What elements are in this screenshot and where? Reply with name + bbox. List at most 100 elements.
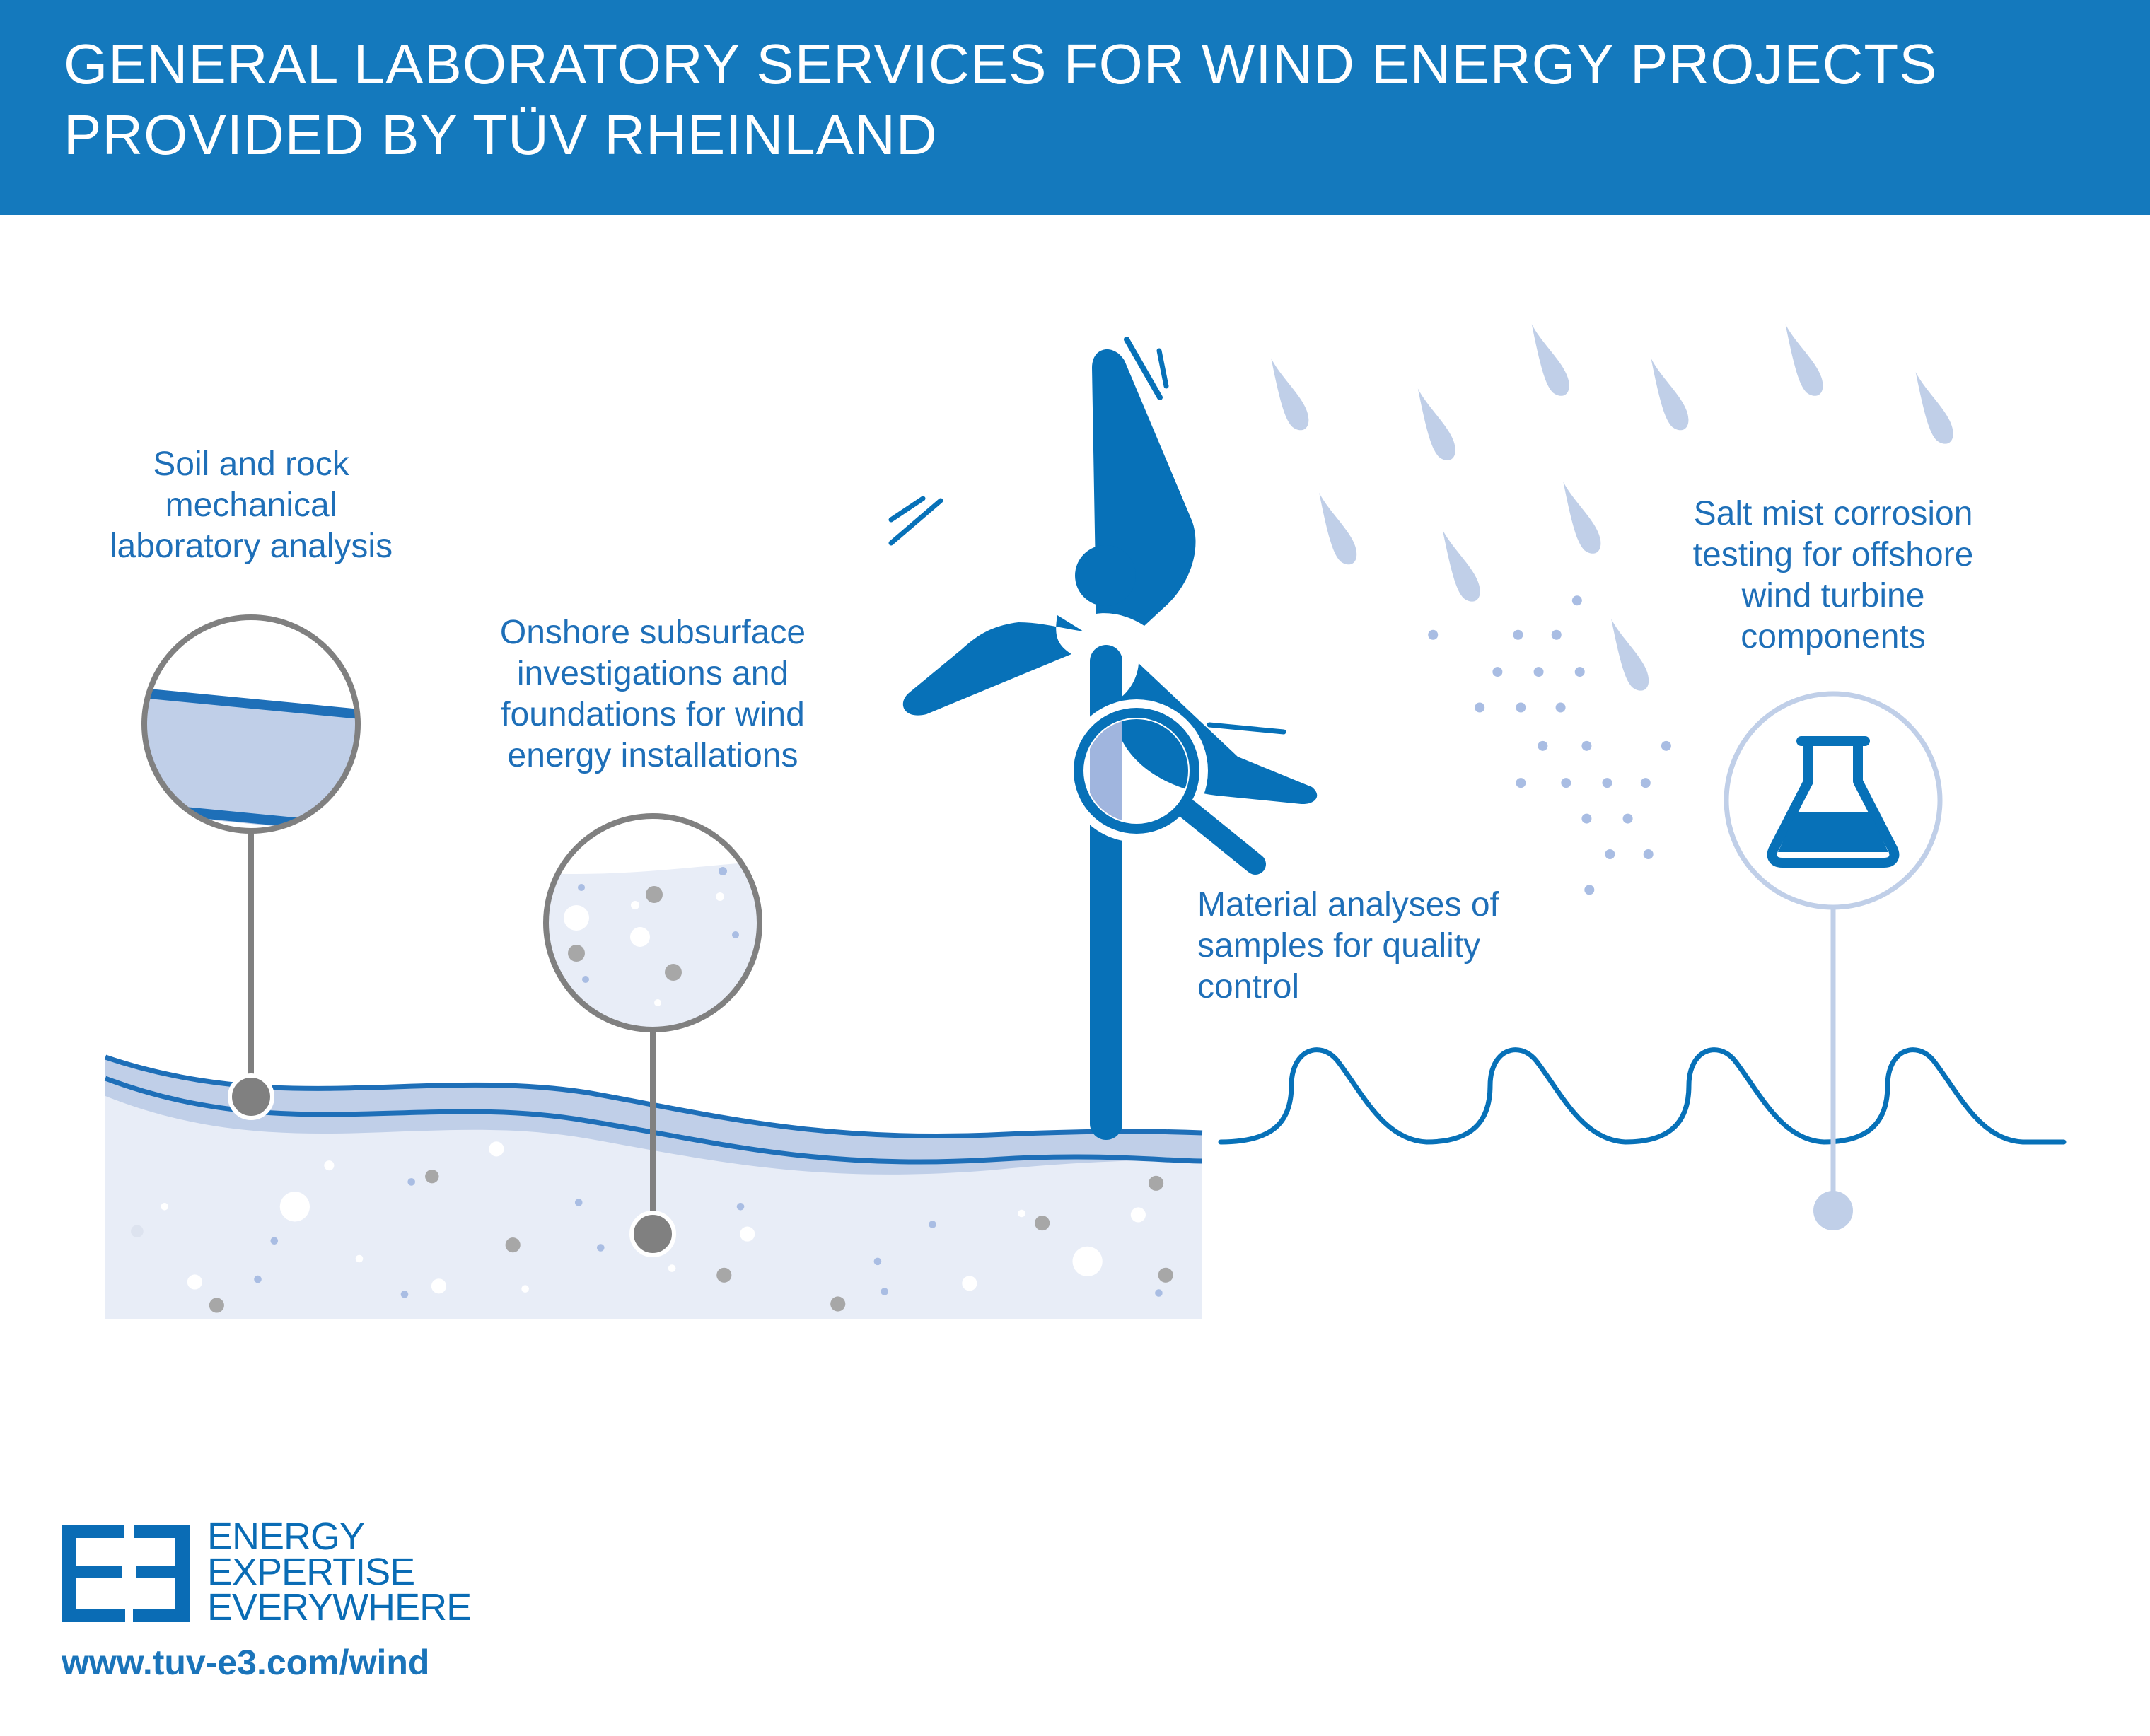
raindrop-icon xyxy=(1442,530,1480,602)
ground-particle xyxy=(209,1298,224,1313)
soil-label-line: mechanical xyxy=(165,487,337,524)
ground-particle xyxy=(400,1291,409,1298)
spray-dot xyxy=(1602,778,1612,788)
ground-particle xyxy=(324,1160,335,1171)
ground-particle xyxy=(407,1178,415,1186)
onshore-marker-dot xyxy=(629,1211,676,1257)
logo-line: EXPERTISE xyxy=(207,1551,415,1593)
onshore-label-line: foundations for wind xyxy=(501,696,805,733)
salt-label-line: Salt mist corrosion xyxy=(1693,495,1973,532)
salt-label-line: testing for offshore xyxy=(1692,536,1974,573)
material-label-line: control xyxy=(1197,968,1300,1006)
salt-callout xyxy=(1724,691,1943,1230)
soil-label-line: laboratory analysis xyxy=(109,528,393,565)
ground-particle xyxy=(929,1221,936,1228)
ground-particle xyxy=(881,1288,888,1295)
spray-dot xyxy=(1516,778,1526,788)
ground-particle xyxy=(1130,1207,1146,1223)
soil-magnify-circle xyxy=(141,614,361,834)
spray-dot xyxy=(1581,740,1592,751)
title-line-2: PROVIDED BY TÜV RHEINLAND xyxy=(64,103,938,166)
spray-dot xyxy=(1581,813,1592,824)
raindrop-icon xyxy=(1915,372,1953,444)
raindrop-icon xyxy=(1417,388,1455,460)
ground-particle xyxy=(161,1203,168,1211)
website-link[interactable]: www.tuv-e3.com/wind xyxy=(62,1643,430,1682)
spray-dot xyxy=(1475,702,1485,713)
ground-particle xyxy=(574,1199,583,1206)
spray-dot xyxy=(1584,885,1595,895)
ground-particle xyxy=(873,1257,882,1266)
ground-particle xyxy=(668,1264,676,1272)
ground-particle xyxy=(521,1285,529,1293)
soil-callout xyxy=(141,614,361,1120)
spray-dot xyxy=(1551,629,1562,640)
logo-line: ENERGY xyxy=(207,1515,365,1558)
flask-icon xyxy=(1767,736,1900,868)
ground-particle xyxy=(1158,1267,1173,1283)
ground-particle xyxy=(131,1225,144,1238)
spray-dot xyxy=(1428,629,1439,640)
ground-particle xyxy=(1018,1209,1025,1218)
spray-dot xyxy=(1574,667,1585,677)
spray-dot xyxy=(1605,849,1615,859)
raindrop-icon xyxy=(1651,358,1689,431)
raindrops xyxy=(1271,324,1953,691)
salt-label: Salt mist corrosion testing for offshore… xyxy=(1621,494,2045,658)
spray-dot xyxy=(1643,849,1654,859)
spray-dot xyxy=(1561,778,1571,788)
ground-particle xyxy=(355,1254,364,1263)
onshore-label-line: investigations and xyxy=(516,655,789,692)
ground-particle xyxy=(489,1141,504,1157)
ground-particle xyxy=(425,1169,439,1184)
onshore-label-line: energy installations xyxy=(507,737,798,774)
onshore-label-line: Onshore subsurface xyxy=(499,614,806,651)
ground-particle xyxy=(830,1296,846,1312)
title-line-1: GENERAL LABORATORY SERVICES FOR WIND ENE… xyxy=(64,33,1938,95)
header-banner: GENERAL LABORATORY SERVICES FOR WIND ENE… xyxy=(0,0,2150,215)
soil-label-line: Soil and rock xyxy=(153,445,349,483)
ground-particle xyxy=(736,1203,745,1211)
ground-particle xyxy=(270,1237,279,1245)
spray-dot xyxy=(1516,702,1526,713)
raindrop-icon xyxy=(1319,492,1357,565)
salt-label-line: wind turbine xyxy=(1741,577,1925,614)
ground-particle xyxy=(279,1192,310,1222)
ground-particle xyxy=(1149,1175,1164,1191)
spray-dot xyxy=(1622,813,1633,824)
ground-particle xyxy=(596,1244,605,1252)
soil-label: Soil and rock mechanical laboratory anal… xyxy=(74,444,428,567)
ground-particle xyxy=(254,1275,262,1283)
material-label-line: samples for quality xyxy=(1197,927,1481,965)
logo-text: ENERGY EXPERTISE EVERYWHERE xyxy=(207,1515,472,1626)
ground-particle xyxy=(1155,1289,1163,1297)
ground-particle xyxy=(505,1237,521,1253)
raindrop-icon xyxy=(1563,482,1601,554)
ground-particle xyxy=(431,1278,447,1294)
ground-particle xyxy=(962,1276,977,1291)
raindrop-icon xyxy=(1785,324,1823,396)
ground-particle xyxy=(716,1267,732,1283)
salt-label-line: components xyxy=(1741,618,1926,656)
material-label: Material analyses of samples for quality… xyxy=(1197,885,1622,1008)
magnifier-icon xyxy=(1065,699,1266,875)
spray-dot xyxy=(1538,740,1548,751)
raindrop-icon xyxy=(1531,324,1569,396)
material-label-line: Material analyses of xyxy=(1197,886,1499,924)
spray-dot xyxy=(1513,629,1523,640)
spray-dot xyxy=(1555,702,1566,713)
salt-spray-dots xyxy=(1428,595,1671,895)
ground-particle xyxy=(740,1226,755,1242)
soil-marker-dot xyxy=(228,1073,274,1120)
spray-dot xyxy=(1661,740,1671,751)
wave-icon xyxy=(1218,1047,2067,1145)
salt-marker-dot xyxy=(1813,1191,1853,1230)
raindrop-icon xyxy=(1271,358,1309,431)
onshore-label: Onshore subsurface investigations and fo… xyxy=(441,612,865,776)
ground-particle xyxy=(187,1274,202,1290)
ground-particle xyxy=(1035,1216,1050,1231)
spray-dot xyxy=(1571,595,1582,606)
e3-logo-mark xyxy=(62,1525,190,1622)
spray-dot xyxy=(1533,667,1544,677)
